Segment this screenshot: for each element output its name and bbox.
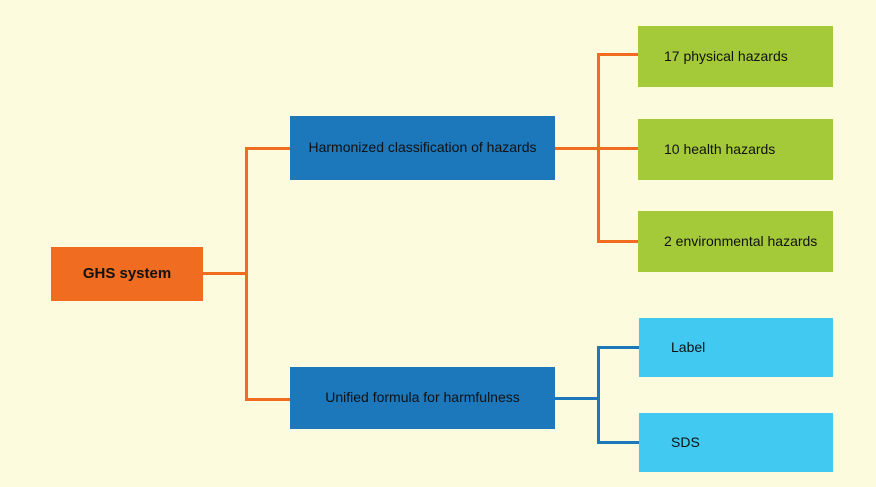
- node-branch-unified-formula[interactable]: Unified formula for harmfulness: [290, 367, 555, 429]
- node-leaf-physical-hazards[interactable]: 17 physical hazards: [638, 26, 833, 87]
- node-branch-2-label: Unified formula for harmfulness: [325, 389, 520, 406]
- node-leaf-health-hazards[interactable]: 10 health hazards: [638, 119, 833, 180]
- node-root-label: GHS system: [82, 264, 172, 282]
- connector-branch-1-stub: [555, 147, 600, 150]
- node-leaf-sds[interactable]: SDS: [639, 413, 833, 472]
- connector-branch-1-to-leaf-3: [597, 240, 641, 243]
- node-branch-harmonized-classification[interactable]: Harmonized classification of hazards: [290, 116, 555, 180]
- connector-root-stub: [203, 272, 248, 275]
- node-leaf-2-label: 10 health hazards: [664, 140, 776, 157]
- connector-root-trunk: [245, 147, 248, 401]
- connector-branch-2-stub: [555, 397, 600, 400]
- node-root-ghs-system[interactable]: GHS system: [51, 247, 203, 301]
- connector-trunk-to-branch-2: [245, 398, 293, 401]
- connector-branch-2-trunk: [597, 346, 600, 444]
- connector-branch-2-to-leaf-2: [597, 441, 641, 444]
- node-leaf-4-label: Label: [671, 338, 706, 355]
- connector-branch-1-to-leaf-2: [597, 147, 641, 150]
- node-leaf-5-label: SDS: [671, 433, 700, 450]
- connector-branch-2-to-leaf-1: [597, 346, 641, 349]
- node-leaf-1-label: 17 physical hazards: [664, 47, 788, 64]
- node-leaf-label[interactable]: Label: [639, 318, 833, 377]
- node-branch-1-label: Harmonized classification of hazards: [308, 139, 537, 156]
- node-leaf-environmental-hazards[interactable]: 2 environmental hazards: [638, 211, 833, 272]
- node-leaf-3-label: 2 environmental hazards: [664, 232, 818, 249]
- connector-branch-1-to-leaf-1: [597, 53, 641, 56]
- connector-trunk-to-branch-1: [245, 147, 293, 150]
